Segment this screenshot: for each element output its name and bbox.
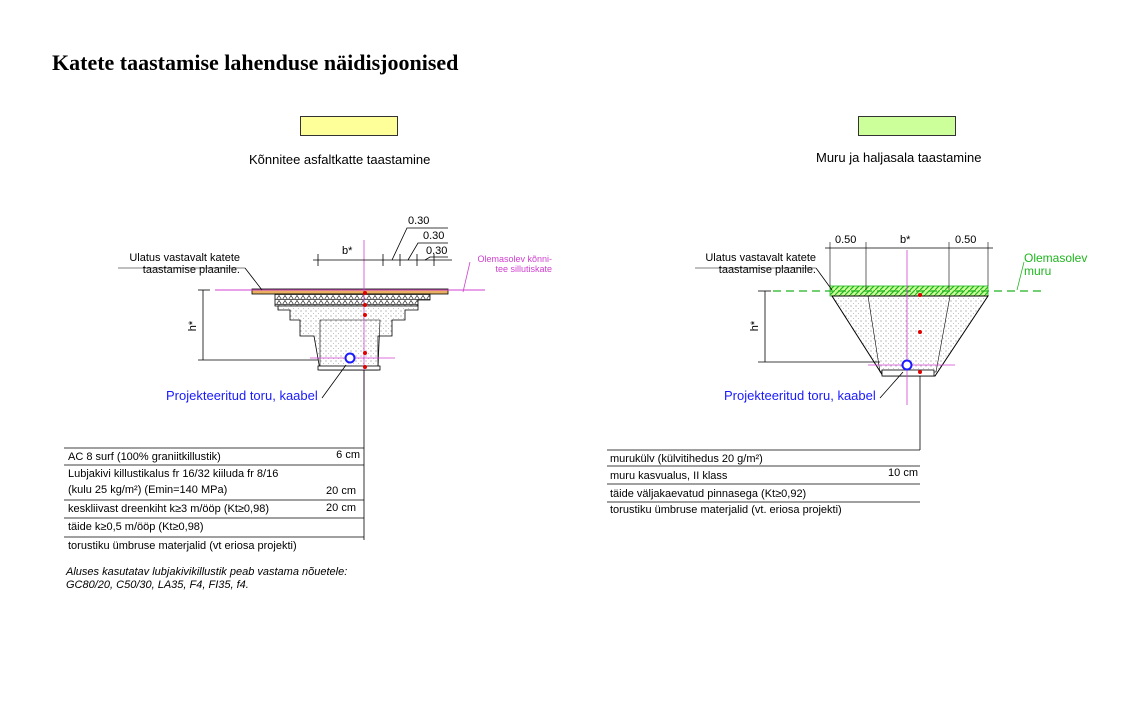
right-existing-label: Olemasolev muru [1024, 252, 1087, 278]
left-dim-h: h* [187, 320, 200, 332]
left-layer-1: AC 8 surf (100% graniitkillustik) [68, 451, 221, 463]
left-dim-b: b* [342, 245, 353, 257]
left-layer-2: Lubjakivi killustikalus fr 16/32 kiiluda… [68, 468, 279, 480]
left-layer-3: (kulu 25 kg/m²) (Emin=140 MPa) [68, 484, 228, 496]
left-extent-label: Ulatus vastavalt katete taastamise plaan… [120, 252, 240, 276]
left-trench [251, 288, 449, 371]
left-note-line-2: GC80/20, C50/30, LA35, F4, FI35, f4. [66, 579, 249, 591]
right-extent-line-1: Ulatus vastavalt katete [705, 252, 816, 264]
left-note-line-1: Aluses kasutatav lubjakivikillustik peab… [66, 566, 348, 578]
left-extent-line-2: taastamise plaanile. [142, 264, 240, 276]
right-layer-1: murukülv (külvitihedus 20 g/m²) [610, 453, 763, 465]
left-dim-d3: 0.30 [426, 245, 448, 257]
grass-legend-swatch [858, 116, 956, 136]
right-dim-d2: 0.50 [955, 234, 977, 246]
right-pipe-label: Projekteeritud toru, kaabel [724, 388, 876, 403]
right-level-markers [918, 293, 922, 374]
right-layer-2: muru kasvualus, II klass [610, 470, 728, 482]
right-dim-b: b* [900, 234, 911, 246]
left-pipe-label: Projekteeritud toru, kaabel [166, 388, 318, 403]
left-dim-d2: 0.30 [423, 230, 445, 242]
right-extent-line-2: taastamise plaanile. [718, 264, 816, 276]
page-title: Katete taastamise lahenduse näidisjoonis… [52, 50, 459, 75]
left-existing-label: Olemasolev kõnni- tee sillutiskate [470, 254, 552, 274]
right-extent-label: Ulatus vastavalt katete taastamise plaan… [696, 252, 816, 276]
left-layer-4-value: 20 cm [326, 502, 356, 514]
right-dim-h: h* [749, 320, 762, 332]
right-layer-table-lines [607, 449, 920, 503]
left-existing-line-2: tee sillutiskate [495, 264, 552, 274]
right-existing-line-2: muru [1024, 264, 1052, 278]
left-layer-1-value: 6 cm [336, 449, 360, 461]
left-existing-line-1: Olemasolev kõnni- [477, 254, 552, 264]
right-layer-4: torustiku ümbruse materjalid (vt. eriosa… [610, 504, 842, 516]
right-layer-3: täide väljakaevatud pinnasega (Kt≥0,92) [610, 488, 807, 500]
left-layer-table-lines [64, 447, 364, 538]
left-layer-4: keskliivast dreenkiht k≥3 m/ööp (Kt≥0,98… [68, 503, 269, 515]
left-layer-5: täide k≥0,5 m/ööp (Kt≥0,98) [68, 521, 204, 533]
asphalt-legend-swatch [300, 116, 398, 136]
right-dim-d1: 0.50 [835, 234, 857, 246]
right-pipe-icon [901, 359, 913, 371]
left-pipe-icon [344, 352, 356, 364]
left-layer-3-value: 20 cm [326, 485, 356, 497]
left-caption: Kõnnitee asfaltkatte taastamine [249, 152, 431, 167]
left-note: Aluses kasutatav lubjakivikillustik peab… [66, 566, 347, 592]
left-level-markers [363, 291, 367, 369]
right-layer-2-value: 10 cm [888, 467, 918, 479]
right-caption: Muru ja haljasala taastamine [816, 150, 982, 165]
left-layer-6: torustiku ümbruse materjalid (vt eriosa … [68, 540, 297, 552]
right-existing-line-1: Olemasolev [1024, 251, 1088, 265]
left-extent-line-1: Ulatus vastavalt katete [129, 252, 240, 264]
left-dim-d1: 0.30 [408, 215, 430, 227]
